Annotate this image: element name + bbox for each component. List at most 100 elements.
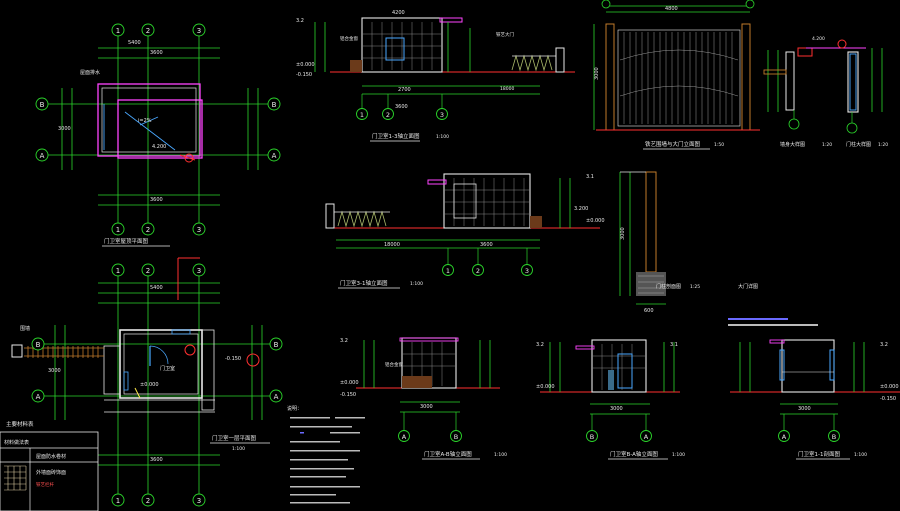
fp-grid-a: A (36, 393, 41, 401)
title-elev-1-3: 门卫室1-3轴立面图 (372, 132, 420, 140)
svg-text:门卫室: 门卫室 (160, 365, 175, 372)
scale-gate: 1:20 (878, 142, 888, 148)
svg-text:屋面排水: 屋面排水 (80, 69, 100, 76)
fp-grid-3: 3 (197, 267, 201, 275)
grid-label-2b: 2 (146, 226, 150, 234)
eba-dim: 3000 (610, 406, 623, 412)
eab-level-zero: ±0.000 (340, 380, 359, 386)
svg-text:材料做法表: 材料做法表 (4, 439, 29, 446)
floor-plan: 门卫室 ±0.000 -0.150 5400 3600 3000 围墙 1 2 … (11, 257, 283, 507)
e13-dim-bottom: 3600 (395, 104, 408, 110)
fp-grid-1b: 1 (116, 497, 120, 505)
e13-grid-3: 3 (440, 111, 444, 119)
title-wall-detail: 墙身大样图 (780, 141, 805, 148)
fence-dim-h: 3000 (594, 67, 600, 80)
eba-level-zero: ±0.000 (536, 384, 555, 390)
grid-bubble-1 (111, 23, 125, 37)
notes-title: 说明： (287, 405, 302, 412)
s11-level-neg: -0.150 (880, 396, 896, 402)
svg-text:铁艺大门: 铁艺大门 (496, 31, 514, 38)
grid-label-b2: B (272, 101, 277, 109)
e31-level-2: 3.200 (574, 206, 588, 212)
grid-bubble-3 (192, 23, 206, 37)
title-roof-plan: 门卫室屋顶平面图 (104, 237, 149, 245)
fp-grid-a2: A (274, 393, 279, 401)
svg-text:4.200: 4.200 (152, 144, 166, 150)
dim-floor-top: 5400 (150, 285, 163, 291)
e31-dim: 3600 (480, 242, 493, 248)
svg-text:铝合金窗: 铝合金窗 (385, 361, 403, 368)
dim-floor-left: 3000 (48, 368, 61, 374)
svg-text:18000: 18000 (500, 86, 514, 92)
s11-level-top: 3.2 (880, 342, 888, 348)
eba-grid-b: B (590, 433, 594, 441)
s11-grid-b: B (832, 433, 836, 441)
dim-floor-bottom: 3600 (150, 457, 163, 463)
title-gate-section: 门柱剖面图 (656, 283, 681, 290)
svg-text:铁艺栏杆: 铁艺栏杆 (36, 481, 54, 488)
elevation-3-1: 3.1 ±0.000 3.200 18000 3600 1 2 3 门卫室3-1… (325, 173, 605, 289)
e31-grid-3: 3 (525, 267, 529, 275)
title-elev-b-a: 门卫室B-A轴立面图 (610, 450, 658, 458)
scale-wall: 1:20 (822, 142, 832, 148)
e13-level-zero: ±0.000 (296, 62, 315, 68)
title-floor-plan: 门卫室一层平面图 (212, 434, 257, 442)
roof-plan: i=2% 4.200 屋面排水 5400 3600 3600 3000 1 2 … (35, 23, 281, 247)
gate-post-section: 3000 600 门柱剖面图 1:25 大门详图 (619, 171, 758, 314)
fp-grid-b2: B (274, 341, 279, 349)
e13-grid-1: 1 (360, 111, 364, 119)
fence-gate-elevation: 3000 4800 铁艺围墙与大门立面图 1:50 (593, 0, 760, 150)
fp-grid-3b: 3 (197, 497, 201, 505)
svg-text:i=2%: i=2% (138, 118, 152, 124)
scale-gate-sec: 1:25 (690, 284, 700, 290)
eab-dim: 3000 (420, 404, 433, 410)
eab-level-top: 3.2 (340, 338, 348, 344)
title-section-detail: 大门详图 (738, 283, 758, 290)
e13-level-top: 3.2 (296, 18, 304, 24)
grid-label-b: B (40, 101, 45, 109)
e31-level-top: 3.1 (586, 174, 594, 180)
eab-grid-a: A (402, 433, 407, 441)
post-dim-w: 600 (644, 308, 654, 314)
level-floor: -0.150 (225, 356, 241, 362)
scale-eab: 1:100 (494, 452, 507, 458)
title-section-1-1: 门卫室1-1剖面图 (798, 450, 840, 458)
fence-dim-w: 4800 (665, 6, 678, 12)
legend-item-2: 外墙面砖饰面 (36, 469, 66, 476)
title-gate-detail: 门柱大样图 (846, 141, 871, 148)
e31-grid-2: 2 (476, 267, 480, 275)
e31-grid-1: 1 (446, 267, 450, 275)
elevation-b-a: 3.2 ±0.000 3.1 3000 B A 门卫室B-A轴立面图 1:100 (536, 339, 685, 460)
scale-s11: 1:100 (854, 452, 867, 458)
grid-label-a2: A (272, 152, 277, 160)
fp-grid-b: B (36, 341, 41, 349)
scale-e13: 1:100 (436, 134, 449, 140)
e31-level-zero: ±0.000 (586, 218, 605, 224)
grid-bubble-2 (141, 23, 155, 37)
eab-grid-b: B (454, 433, 458, 441)
scale-e31: 1:100 (410, 281, 423, 287)
title-elev-3-1: 门卫室3-1轴立面图 (340, 279, 388, 287)
fp-grid-1: 1 (116, 267, 120, 275)
title-elev-a-b: 门卫室A-B轴立面图 (424, 450, 472, 458)
eba-level-r: 3.1 (670, 342, 678, 348)
post-dim-h: 3000 (620, 227, 626, 240)
s11-level-zero: ±0.000 (880, 384, 899, 390)
grid-label-a: A (40, 152, 45, 160)
s11-grid-a: A (782, 433, 787, 441)
svg-text:围墙: 围墙 (20, 325, 30, 332)
elevation-a-b: 3.2 ±0.000 -0.150 3000 铝合金窗 A B 门卫室A-B轴立… (340, 337, 507, 460)
legend-title: 主要材料表 (6, 420, 34, 428)
eba-grid-a: A (644, 433, 649, 441)
dim-roof-top: 5400 (128, 40, 141, 46)
dim-roof-bottom: 3600 (150, 197, 163, 203)
e13-dim-top: 4200 (392, 10, 405, 16)
section-1-1: 3.2 ±0.000 -0.150 3000 A B 门卫室1-1剖面图 1:1… (728, 318, 900, 460)
s11-dim: 3000 (798, 406, 811, 412)
fp-grid-2: 2 (146, 267, 150, 275)
title-fence: 铁艺围墙与大门立面图 (645, 140, 701, 148)
svg-text:±0.000: ±0.000 (140, 382, 159, 388)
eab-level-neg: -0.150 (340, 392, 356, 398)
grid-label-3b: 3 (197, 226, 201, 234)
